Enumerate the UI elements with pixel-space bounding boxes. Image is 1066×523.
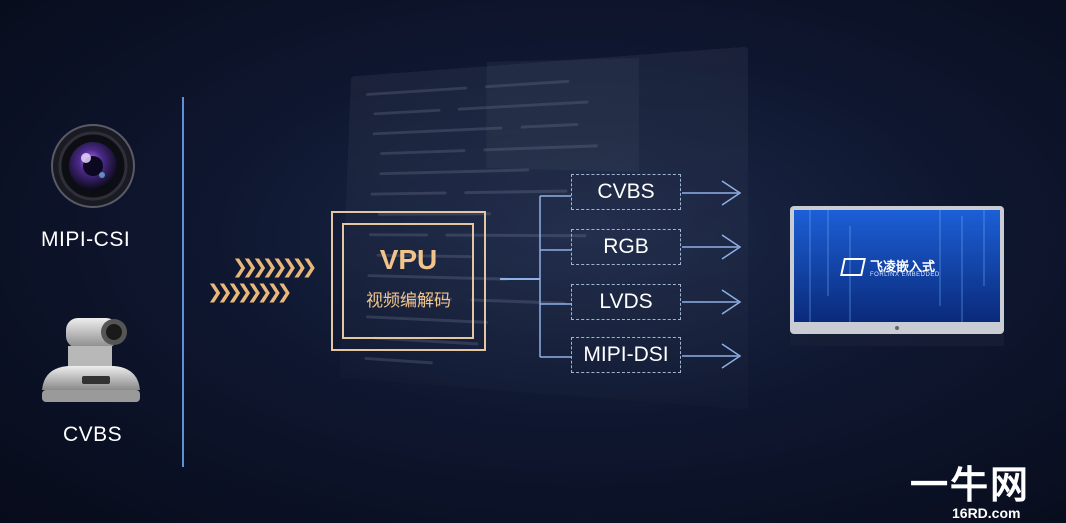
output-box-rgb: RGB: [571, 229, 681, 265]
vpu-block-outer-frame: [331, 211, 486, 351]
monitor-brand-logo-icon: [840, 258, 866, 276]
ptz-camera-icon: [42, 318, 140, 402]
monitor-icon: [790, 206, 1004, 346]
arrow-lvds: [682, 289, 742, 315]
vpu-block-inner-frame: [342, 223, 474, 339]
display-monitor: 飞凌嵌入式 FORLINX EMBEDDED: [790, 206, 1004, 346]
camera-lens-icon: [51, 124, 135, 208]
input-flow-chevrons-1: ❯❯❯❯❯❯❯❯: [232, 257, 317, 278]
vpu-title: VPU: [379, 244, 438, 275]
output-box-mipi-dsi: MIPI-DSI: [571, 337, 681, 373]
arrow-cvbs: [682, 180, 742, 206]
output-box-cvbs: CVBS: [571, 174, 681, 210]
monitor-brand-cn: 飞凌嵌入式: [870, 259, 936, 274]
source-label-cvbs: CVBS: [63, 423, 123, 446]
input-flow-chevrons-2: ❯❯❯❯❯❯❯❯: [207, 282, 292, 303]
monitor-brand-en: FORLINX EMBEDDED: [870, 272, 940, 278]
output-box-lvds: LVDS: [571, 284, 681, 320]
arrow-rgb: [682, 234, 742, 260]
watermark-url: 16RD.com: [952, 505, 1021, 521]
vpu-subtitle: 视频编解码: [366, 291, 451, 310]
watermark-text: 一牛网: [910, 465, 1031, 507]
source-label-mipi-csi: MIPI-CSI: [41, 228, 131, 251]
source-divider-line: [182, 97, 184, 467]
arrow-mipi-dsi: [682, 343, 742, 369]
